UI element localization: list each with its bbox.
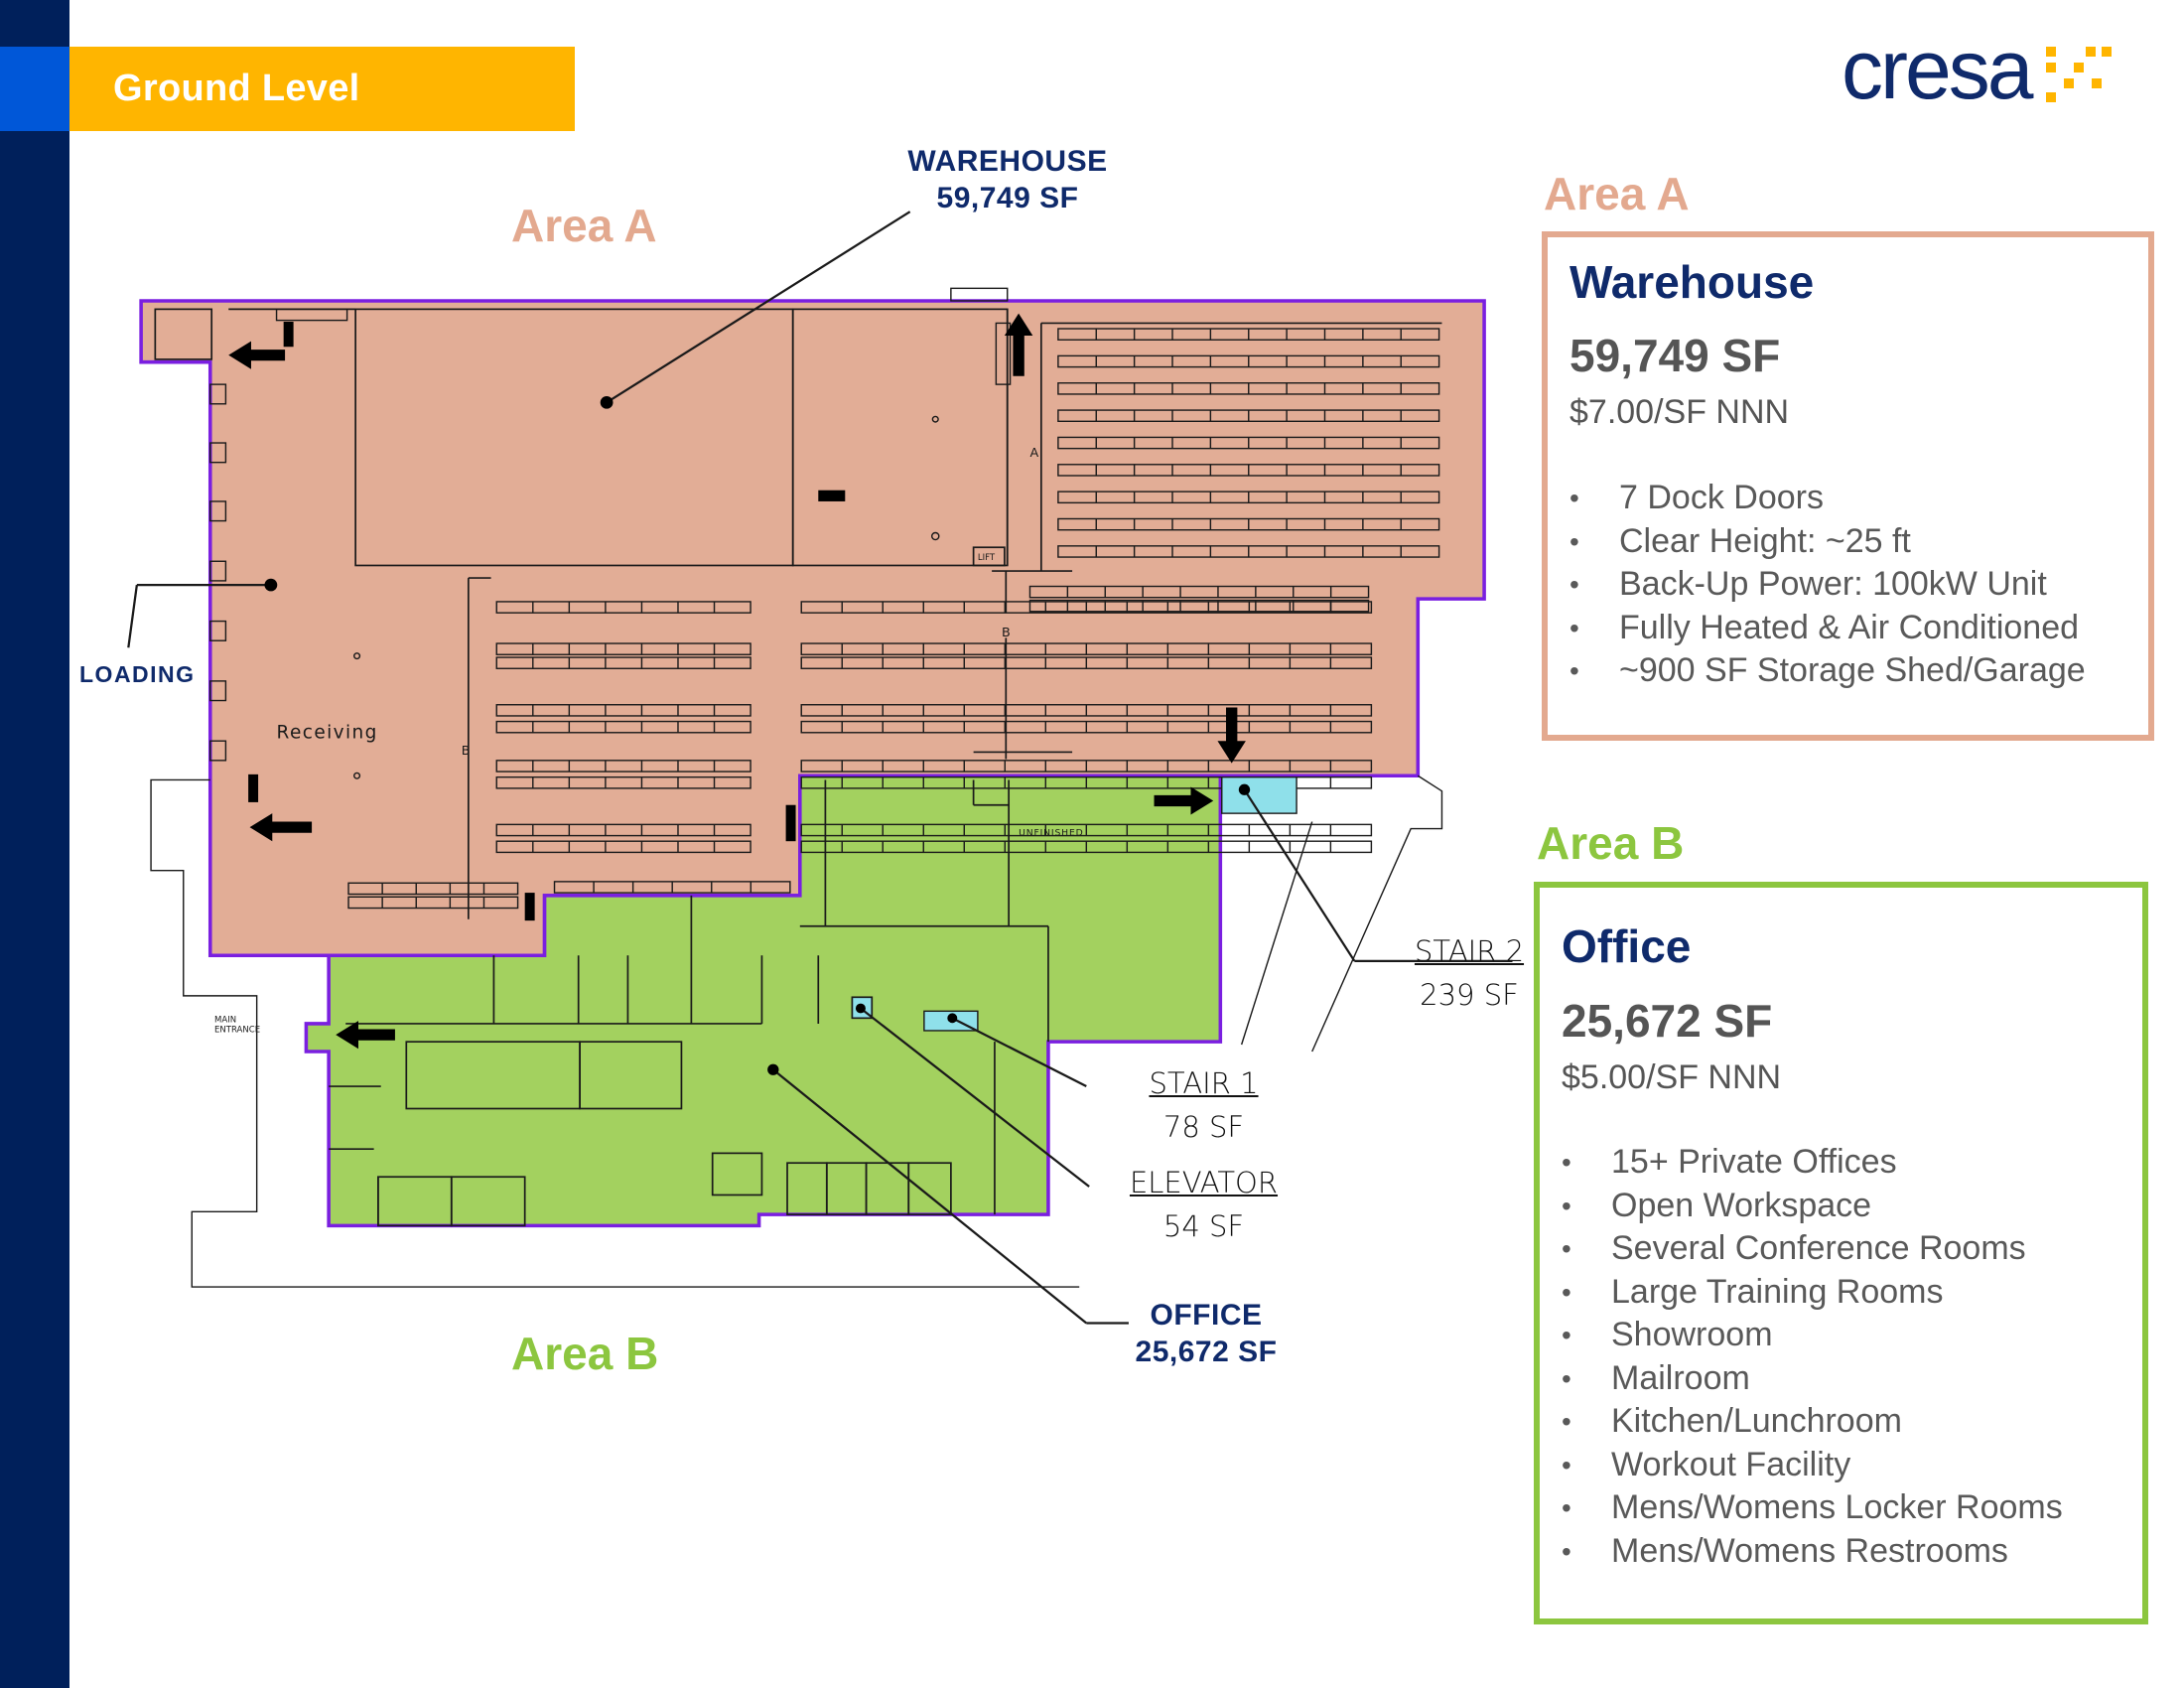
feature-item: 15+ Private Offices <box>1562 1141 2063 1185</box>
area-b-sf: 25,672 SF <box>1562 995 1773 1047</box>
stair-1-name: STAIR 1 <box>1149 1066 1259 1100</box>
main-entrance-label: MAIN <box>214 1015 236 1025</box>
loading-label: LOADING <box>79 661 196 687</box>
area-b-rate: $5.00/SF NNN <box>1562 1058 1782 1096</box>
rack-row <box>495 601 751 614</box>
rack-row <box>495 642 751 655</box>
racking-center <box>347 601 1373 910</box>
grid-label-b-2: B <box>462 743 471 758</box>
stair-1-sf: 78 SF <box>1162 1110 1245 1144</box>
lift-label: LIFT <box>978 552 996 562</box>
panel-area-b-heading: Area B <box>1537 817 1685 869</box>
rack-row <box>1028 599 1370 613</box>
area-b-title: Office <box>1562 920 1692 972</box>
area-a-features: 7 Dock Doors Clear Height: ~25 ft Back-U… <box>1570 477 2086 693</box>
feature-item: Back-Up Power: 100kW Unit <box>1570 563 2086 607</box>
unfinished-label: UNFINISHED <box>1019 828 1084 839</box>
warehouse-callout: WAREHOUSE 59,749 SF <box>874 143 1142 216</box>
warehouse-callout-sf: 59,749 SF <box>936 182 1079 214</box>
arrow-left-icon <box>249 813 313 842</box>
feature-item: Several Conference Rooms <box>1562 1227 2063 1271</box>
elevator-sf: 54 SF <box>1162 1209 1245 1243</box>
rack-row <box>347 882 519 896</box>
page-title-banner: Ground Level <box>69 47 575 131</box>
feature-item: Kitchen/Lunchroom <box>1562 1400 2063 1444</box>
main-entrance-label-2: ENTRANCE <box>214 1024 260 1034</box>
feature-item: 7 Dock Doors <box>1570 477 2086 520</box>
area-b-info-panel: Office 25,672 SF $5.00/SF NNN 15+ Privat… <box>1534 882 2148 1624</box>
feature-item: Fully Heated & Air Conditioned <box>1570 607 2086 650</box>
warehouse-callout-name: WAREHOUSE <box>907 145 1108 178</box>
leader-dots <box>264 396 1251 1075</box>
rack-row <box>495 823 751 837</box>
feature-item: Large Training Rooms <box>1562 1271 2063 1315</box>
feature-item: ~900 SF Storage Shed/Garage <box>1570 649 2086 693</box>
area-a-rate: $7.00/SF NNN <box>1570 393 1790 431</box>
stair-2-shape <box>1221 775 1297 814</box>
office-callout-name: OFFICE <box>1150 1299 1263 1332</box>
arrow-down-icon <box>1217 707 1246 764</box>
area-b-region <box>304 774 1223 1228</box>
office-callout-sf: 25,672 SF <box>1135 1336 1278 1368</box>
stair-hatch <box>275 287 1012 385</box>
stair-2-callout: STAIR 2 239 SF <box>1400 929 1539 1017</box>
rack-row <box>495 720 751 734</box>
side-bar <box>0 0 69 1688</box>
panel-area-a-heading: Area A <box>1544 168 1690 219</box>
arrow-left-icon <box>228 341 286 369</box>
feature-item: Open Workspace <box>1562 1185 2063 1228</box>
rack-row <box>1028 585 1370 599</box>
plan-area-a-heading: Area A <box>511 200 657 251</box>
feature-item: Mens/Womens Locker Rooms <box>1562 1486 2063 1530</box>
logo-wordmark: cresa <box>1842 23 2033 116</box>
site-lines <box>150 774 1443 1288</box>
plan-area-b-heading: Area B <box>511 1328 659 1379</box>
rack-row <box>495 704 751 717</box>
area-b-features: 15+ Private Offices Open Workspace Sever… <box>1562 1141 2063 1573</box>
racking-east <box>1028 328 1440 613</box>
feature-item: Mailroom <box>1562 1357 2063 1401</box>
rack-row <box>495 840 751 854</box>
dock-doors <box>209 383 227 762</box>
grid-label-b: B <box>1002 625 1011 639</box>
area-a-sf: 59,749 SF <box>1570 330 1781 381</box>
columns <box>353 415 940 779</box>
office-callout: OFFICE 25,672 SF <box>1102 1297 1310 1370</box>
entrance-arrows <box>228 313 1246 1050</box>
rack-row <box>495 775 751 789</box>
feature-item: Mens/Womens Restrooms <box>1562 1530 2063 1574</box>
elevator-callout: ELEVATOR 54 SF <box>1122 1161 1286 1248</box>
side-bar-accent <box>0 47 69 131</box>
feature-item: Clear Height: ~25 ft <box>1570 520 2086 564</box>
rack-row <box>495 760 751 773</box>
cresa-logo: cresa <box>1842 23 2131 116</box>
logo-dots-icon <box>2042 35 2131 104</box>
page-title: Ground Level <box>113 68 360 109</box>
stair-1-callout: STAIR 1 78 SF <box>1132 1061 1276 1149</box>
arrow-left-icon <box>336 1021 395 1050</box>
rack-row <box>347 896 519 910</box>
area-a-title: Warehouse <box>1570 256 1815 308</box>
grid-label-a: A <box>1029 445 1038 460</box>
stair-2-name: STAIR 2 <box>1414 934 1525 968</box>
area-a-info-panel: Warehouse 59,749 SF $7.00/SF NNN 7 Dock … <box>1542 231 2154 741</box>
arrow-right-icon <box>1154 786 1214 815</box>
feature-item: Workout Facility <box>1562 1444 2063 1487</box>
leader-lines <box>127 211 1513 1325</box>
stair-2-sf: 239 SF <box>1420 978 1519 1012</box>
receiving-label: Receiving <box>277 723 378 744</box>
rack-row <box>495 656 751 669</box>
elevator-name: ELEVATOR <box>1129 1166 1279 1199</box>
feature-item: Showroom <box>1562 1314 2063 1357</box>
arrow-up-icon <box>1004 313 1033 376</box>
